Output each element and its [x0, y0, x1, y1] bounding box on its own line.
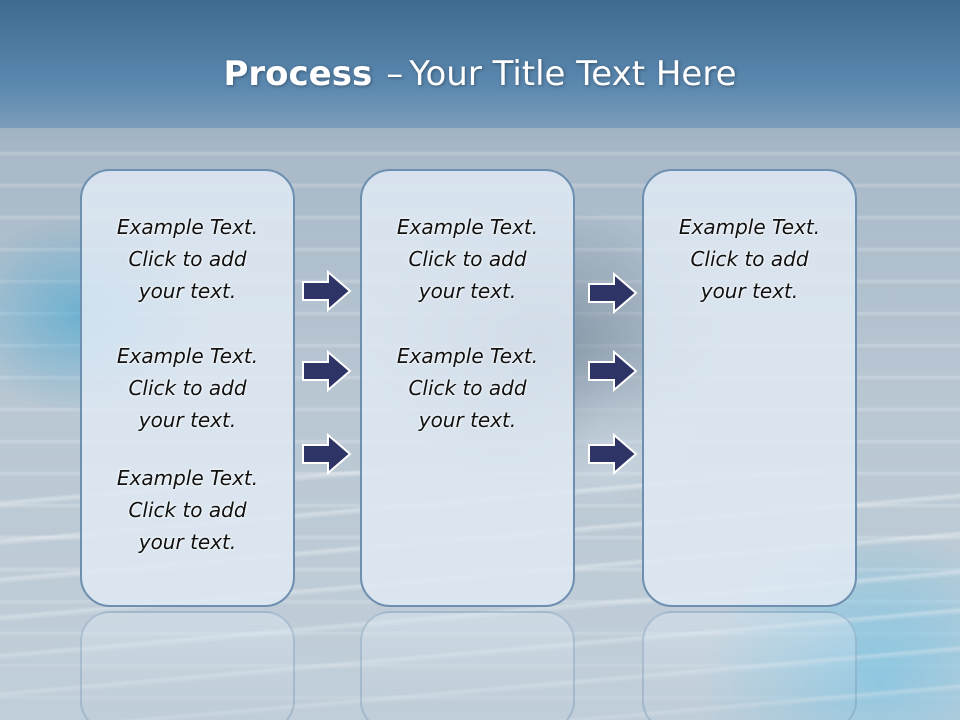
title-bar	[0, 0, 960, 128]
text-line: Example Text.	[116, 344, 259, 368]
text-line: Example Text.	[396, 344, 539, 368]
slide-title[interactable]: Process–Your Title Text Here	[0, 52, 960, 96]
text-line: Click to add	[128, 498, 247, 522]
text-line: Click to add	[408, 247, 527, 271]
text-line: Example Text.	[116, 215, 259, 239]
text-line: Click to add	[408, 376, 527, 400]
text-line: Example Text.	[116, 466, 259, 490]
title-separator: –	[386, 54, 404, 94]
right-arrow-icon	[302, 270, 352, 312]
process-box-2[interactable]: Example Text. Click to add your text. Ex…	[360, 169, 575, 607]
right-arrow-icon	[588, 350, 638, 392]
right-arrow-icon	[588, 433, 638, 475]
text-placeholder[interactable]: Example Text. Click to add your text.	[644, 211, 855, 307]
text-line: your text.	[138, 530, 237, 554]
text-placeholder[interactable]: Example Text. Click to add your text.	[362, 211, 573, 307]
box-reflection	[80, 611, 295, 720]
right-arrow-icon	[588, 272, 638, 314]
text-line: your text.	[138, 279, 237, 303]
box-reflection	[642, 611, 857, 720]
right-arrow-icon	[302, 433, 352, 475]
text-line: your text.	[418, 279, 517, 303]
text-placeholder[interactable]: Example Text. Click to add your text.	[82, 462, 293, 558]
text-line: your text.	[138, 408, 237, 432]
text-line: Example Text.	[396, 215, 539, 239]
text-line: your text.	[700, 279, 799, 303]
title-rest: Your Title Text Here	[409, 54, 737, 94]
process-box-1[interactable]: Example Text. Click to add your text. Ex…	[80, 169, 295, 607]
text-placeholder[interactable]: Example Text. Click to add your text.	[362, 340, 573, 436]
box-reflection	[360, 611, 575, 720]
text-placeholder[interactable]: Example Text. Click to add your text.	[82, 340, 293, 436]
right-arrow-icon	[302, 350, 352, 392]
text-line: Click to add	[128, 247, 247, 271]
text-line: Click to add	[128, 376, 247, 400]
process-box-3[interactable]: Example Text. Click to add your text.	[642, 169, 857, 607]
text-line: Example Text.	[678, 215, 821, 239]
text-placeholder[interactable]: Example Text. Click to add your text.	[82, 211, 293, 307]
title-bold: Process	[223, 54, 373, 94]
text-line: Click to add	[690, 247, 809, 271]
text-line: your text.	[418, 408, 517, 432]
